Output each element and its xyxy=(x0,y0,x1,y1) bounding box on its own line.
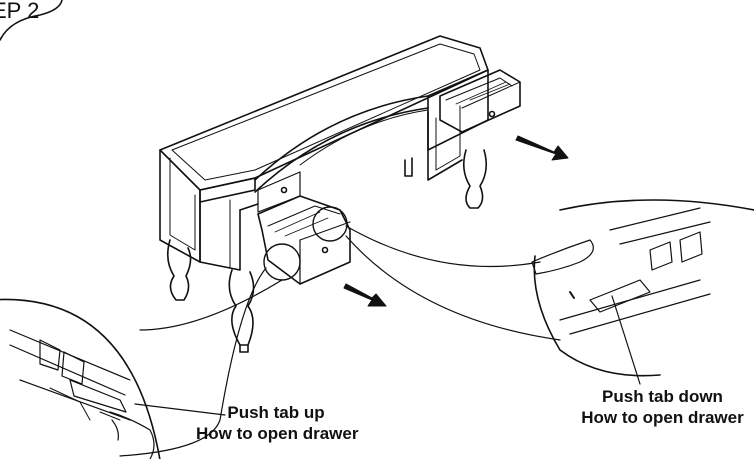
vanity-desk-drawing xyxy=(159,35,521,353)
hand-left xyxy=(109,411,155,459)
left-callout-line1: Push tab up xyxy=(227,403,325,422)
leader-right-callout xyxy=(611,295,641,385)
left-detail-circle xyxy=(312,206,348,242)
left-callout: Push tab up How to open drawer xyxy=(196,402,359,444)
leader-right-2 xyxy=(345,235,561,341)
left-open-drawer xyxy=(257,195,351,285)
left-zoom-detail xyxy=(0,298,226,459)
leader-left-2 xyxy=(119,267,267,457)
left-callout-line2: How to open drawer xyxy=(196,424,359,443)
right-open-drawer xyxy=(439,69,521,133)
arrow-right-drawer xyxy=(515,135,569,161)
arrow-left-drawer xyxy=(343,283,387,307)
step-badge-outline xyxy=(0,0,63,41)
right-pedestal xyxy=(427,69,489,151)
leg-front-left xyxy=(228,269,255,346)
left-pedestal xyxy=(159,149,201,263)
right-callout: Push tab down How to open drawer xyxy=(575,386,750,428)
right-callout-line2: How to open drawer xyxy=(581,408,744,427)
leader-left-callout xyxy=(134,403,226,416)
leg-back-left xyxy=(166,239,192,301)
desk-top xyxy=(159,35,489,191)
right-callout-line1: Push tab down xyxy=(602,387,723,406)
right-zoom-detail xyxy=(531,199,754,385)
leader-left-1 xyxy=(139,279,283,331)
leg-right xyxy=(462,149,488,209)
hand-right xyxy=(531,239,594,275)
step-label: EP 2 xyxy=(0,0,40,23)
leader-right-1 xyxy=(345,225,541,268)
